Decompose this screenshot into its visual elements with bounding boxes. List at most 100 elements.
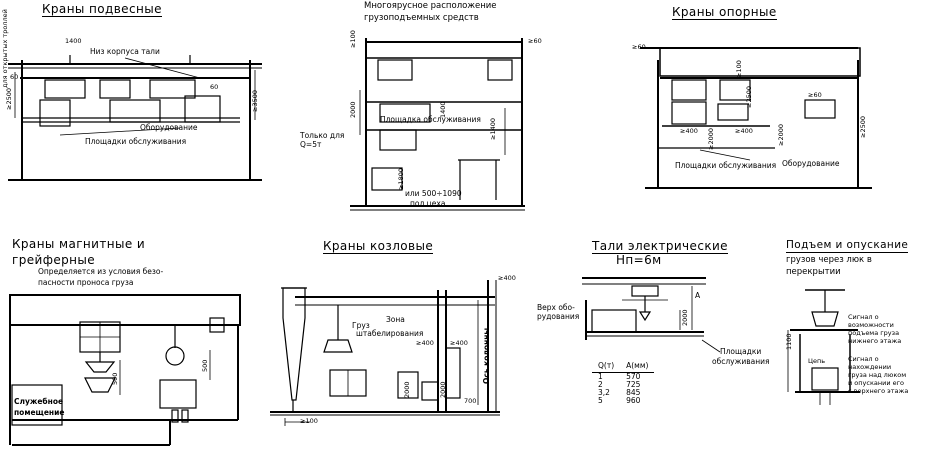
panel-hatch-drawing — [787, 289, 860, 405]
table-cell-a: 570 — [626, 372, 641, 381]
signal1-line1: Сигнал о — [848, 313, 879, 321]
service-room-2: помещение — [14, 408, 65, 417]
signal1-line2: возможности — [848, 321, 894, 329]
magnetic-note-2: пасности проноса груза — [38, 278, 134, 287]
magnetic-dim-1: 500 — [111, 372, 119, 385]
suspended-dim-2: 60 — [10, 73, 19, 81]
magnetic-note-1: Определяется из условия безо- — [38, 267, 164, 276]
supported-dim-7: ≥2000 — [777, 124, 785, 146]
magnetic-title-2: грейферные — [12, 253, 96, 267]
beam-bottom-label: Низ корпуса тали — [90, 47, 160, 56]
table-cell-a: 960 — [626, 396, 641, 405]
signal1-line4: нижнего этажа — [848, 337, 902, 345]
zone-label-1: Зона — [386, 315, 405, 324]
table-row: 2 725 — [592, 381, 654, 389]
equipment-label: Оборудование — [140, 123, 198, 132]
suspended-dim-3: 60 — [210, 83, 219, 91]
load-dimension-table: Q(т) А(мм) 1 570 2 725 3,2 845 5 960 — [592, 362, 655, 405]
magnetic-dim-2: 500 — [201, 359, 209, 372]
gantry-dim-3: ≥400 — [416, 339, 434, 347]
panel-gantry-drawing — [270, 280, 500, 426]
gantry-dim-4: ≥400 — [450, 339, 468, 347]
table-cell-q: 1 — [598, 372, 603, 381]
multitier-dim-1: ≥100 — [349, 30, 357, 48]
hatch-subtitle-2: перекрытии — [786, 267, 841, 277]
hoists-subtitle: Нп=6м — [616, 253, 662, 267]
q-label: Q=5т — [300, 140, 322, 149]
panel-multitier-drawing — [350, 38, 525, 211]
only-for-label: Только для — [300, 131, 345, 140]
chain-label: Цепь — [808, 357, 826, 365]
signal2-line1: Сигнал о — [848, 355, 879, 363]
signal1-line3: подъема груза — [848, 329, 900, 337]
signal2-line2: нахождении — [848, 363, 892, 371]
column-axis-label: Ось колонны — [482, 327, 491, 384]
panel-suspended-drawing — [8, 55, 262, 181]
multitier-dim-6: ≥1800 — [397, 168, 405, 190]
table-cell-a: 845 — [626, 388, 641, 397]
supported-dim-9: ≥2500 — [859, 116, 867, 138]
hoists-dim-1: 2000 — [681, 309, 689, 326]
supported-dim-6: ≥2000 — [707, 128, 715, 150]
table-row: 5 960 — [592, 397, 654, 405]
load-label: Груз — [352, 321, 370, 330]
gantry-dim-5: 2000 — [403, 381, 411, 398]
gantry-dim-6: 2000 — [439, 381, 447, 398]
supported-title: Краны опорные — [672, 5, 777, 20]
signal2-line4: и опускании его — [848, 379, 905, 387]
gantry-dim-1: ≥100 — [300, 417, 318, 425]
platforms-label: Площадки обслуживания — [85, 137, 187, 146]
table-cell-a: 725 — [626, 380, 641, 389]
supported-equipment-label: Оборудование — [782, 159, 840, 168]
table-header-row: Q(т) А(мм) — [592, 362, 655, 373]
multitier-dim-3: 2000 — [349, 101, 357, 118]
supported-dim-5: ≥400 — [735, 127, 753, 135]
table-cell-q: 2 — [598, 380, 603, 389]
equipment-top-1: Верх обо- — [537, 303, 575, 312]
suspended-dim-5: ≥3500 — [251, 90, 259, 112]
multitier-dim-5: 1400 — [439, 101, 447, 118]
service-platform-label: Площадка обслуживания — [380, 115, 481, 124]
panel-magnetic-drawing — [9, 294, 241, 446]
supported-dim-1: ≥60 — [632, 43, 646, 51]
floor-label: пол цеха — [410, 199, 446, 208]
zone-label-2: штабелирования — [356, 329, 424, 338]
panel-supported-drawing — [640, 47, 872, 189]
equipment-top-2: рудования — [537, 312, 580, 321]
trolley-label: для открытых троллей — [1, 9, 9, 88]
supported-dim-8: ≥2500 — [745, 86, 753, 108]
table-row: 1 570 — [592, 373, 654, 382]
gantry-dim-2: ≥400 — [498, 274, 516, 282]
gantry-dim-7: 700 — [464, 397, 477, 405]
signal2-line5: с верхнего этажа — [848, 387, 909, 395]
multitier-dim-2: ≥60 — [528, 37, 542, 45]
table-header-q: Q(т) — [592, 362, 621, 373]
supported-dim-4: ≥400 — [680, 127, 698, 135]
gantry-title: Краны козловые — [323, 239, 434, 254]
magnetic-title-1: Краны магнитные и — [12, 237, 146, 251]
multitier-title-1: Многоярусное расположение — [364, 1, 497, 11]
dim-a-label: А — [695, 291, 701, 300]
panel-hoists-drawing — [582, 277, 721, 353]
table-row: 3,2 845 — [592, 389, 654, 397]
suspended-title: Краны подвесные — [42, 2, 162, 17]
hatch-dim-1: 1100 — [785, 333, 793, 350]
or-range-label: или 500÷1090 — [405, 189, 462, 198]
signal2-line3: груза над люком — [848, 371, 907, 379]
multitier-dim-4: ≥1400 — [489, 118, 497, 140]
table-cell-q: 5 — [598, 396, 603, 405]
table-header-a: А(мм) — [620, 362, 655, 373]
hatch-subtitle-1: грузов через люк в — [786, 255, 872, 265]
service-room-1: Служебное — [14, 397, 64, 406]
hatch-title: Подъем и опускание — [786, 239, 909, 253]
multitier-title-2: грузоподъемных средств — [364, 13, 479, 23]
supported-dim-2: ≥100 — [735, 60, 743, 78]
hoist-platforms-2: обслуживания — [712, 357, 770, 366]
table-cell-q: 3,2 — [598, 388, 610, 397]
supported-dim-3: ≥60 — [808, 91, 822, 99]
hoist-platforms-1: Площадки — [720, 347, 762, 356]
suspended-dim-1: 1400 — [65, 37, 82, 45]
hoists-title: Тали электрические — [592, 239, 728, 254]
supported-platforms-label: Площадки обслуживания — [675, 161, 777, 170]
